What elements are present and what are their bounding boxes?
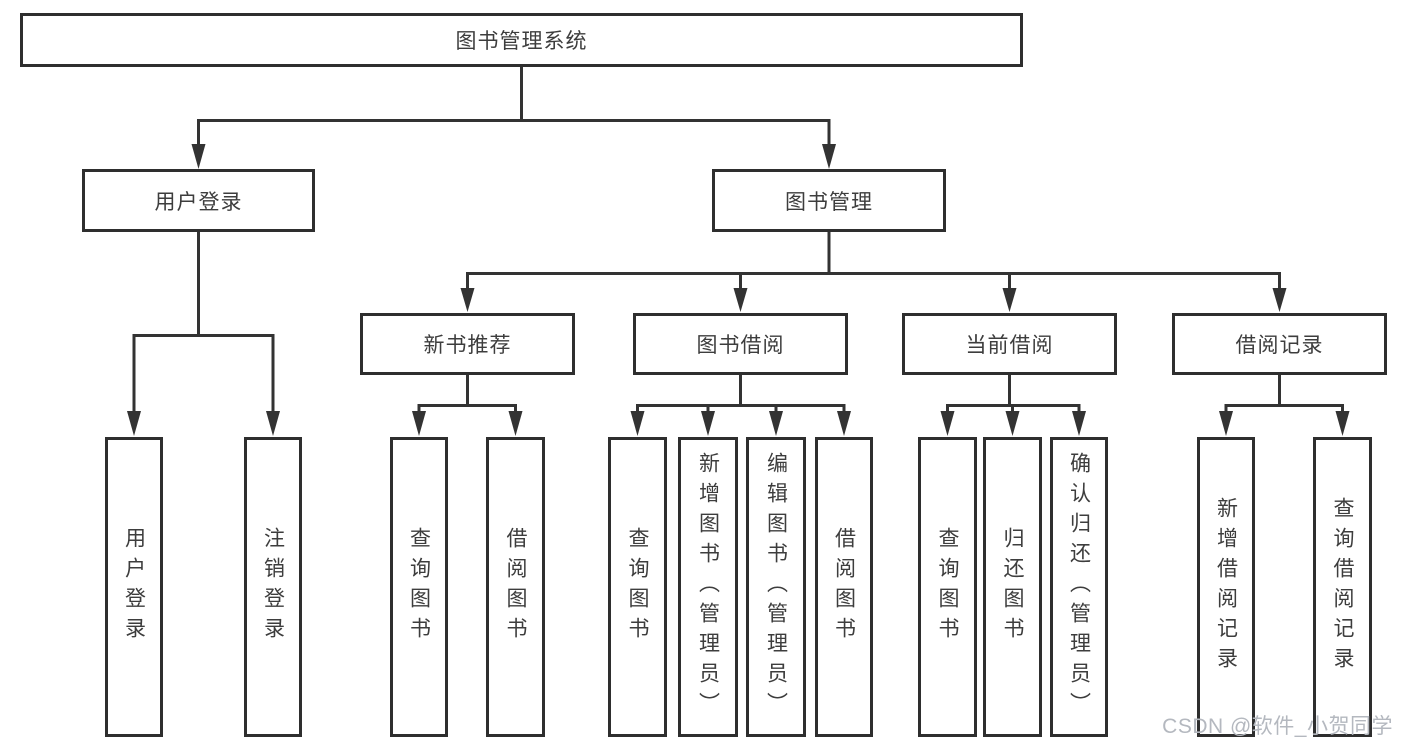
node-book-management-label: 图书管理 <box>785 190 873 214</box>
leaf-borrow-borrow-books: 借阅图书 <box>815 437 873 737</box>
connector-root-to-level1 <box>191 67 836 169</box>
csdn-watermark: CSDN @软件_小贺同学 <box>1162 715 1393 738</box>
node-root-label: 图书管理系统 <box>455 30 588 53</box>
leaf-record-add-record: 新增借阅记录 <box>1197 437 1255 737</box>
node-book-borrow-label: 图书借阅 <box>696 334 785 357</box>
connector-userlogin-to-leaves <box>127 232 280 436</box>
leaf-borrow-edit-books-admin-label: 编辑图书（管理员） <box>764 452 788 722</box>
leaf-user-login-label: 用户登录 <box>122 527 146 647</box>
leaf-current-return-books-label: 归还图书 <box>1001 527 1025 647</box>
leaf-newbook-borrow-books: 借阅图书 <box>486 437 545 737</box>
node-book-borrow: 图书借阅 <box>633 313 848 375</box>
leaf-newbook-query-books: 查询图书 <box>390 437 448 737</box>
node-current-borrow-label: 当前借阅 <box>965 334 1054 357</box>
leaf-logout: 注销登录 <box>244 437 302 737</box>
leaf-current-query-books: 查询图书 <box>918 437 977 737</box>
node-borrow-record: 借阅记录 <box>1172 313 1387 375</box>
connector-newbook-to-leaves <box>412 375 523 436</box>
leaf-borrow-query-books: 查询图书 <box>608 437 667 737</box>
leaf-user-login: 用户登录 <box>105 437 163 737</box>
leaf-borrow-add-books-admin-label: 新增图书（管理员） <box>696 452 720 722</box>
node-root: 图书管理系统 <box>20 13 1023 67</box>
leaf-borrow-add-books-admin: 新增图书（管理员） <box>678 437 738 737</box>
connector-borrowrecord-to-leaves <box>1219 375 1350 436</box>
node-user-login-label: 用户登录 <box>154 190 243 214</box>
connector-bookborrow-to-leaves <box>630 375 851 436</box>
leaf-current-confirm-return-admin-label: 确认归还（管理员） <box>1067 452 1091 722</box>
leaf-current-confirm-return-admin: 确认归还（管理员） <box>1050 437 1108 737</box>
leaf-record-query-record: 查询借阅记录 <box>1313 437 1372 737</box>
node-new-book-recommend: 新书推荐 <box>360 313 575 375</box>
node-current-borrow: 当前借阅 <box>902 313 1117 375</box>
connector-bookmgmt-to-level2 <box>460 232 1287 312</box>
leaf-newbook-query-books-label: 查询图书 <box>407 527 431 647</box>
leaf-record-add-record-label: 新增借阅记录 <box>1214 497 1238 677</box>
leaf-borrow-edit-books-admin: 编辑图书（管理员） <box>746 437 806 737</box>
leaf-newbook-borrow-books-label: 借阅图书 <box>504 527 528 647</box>
node-borrow-record-label: 借阅记录 <box>1235 334 1324 357</box>
leaf-logout-label: 注销登录 <box>261 527 285 647</box>
node-book-management: 图书管理 <box>712 169 946 232</box>
leaf-borrow-borrow-books-label: 借阅图书 <box>832 527 856 647</box>
leaf-current-query-books-label: 查询图书 <box>936 527 960 647</box>
node-new-book-recommend-label: 新书推荐 <box>423 334 512 357</box>
leaf-borrow-query-books-label: 查询图书 <box>626 527 650 647</box>
leaf-record-query-record-label: 查询借阅记录 <box>1331 497 1355 677</box>
connector-currentborrow-to-leaves <box>940 375 1086 436</box>
leaf-current-return-books: 归还图书 <box>983 437 1042 737</box>
node-user-login: 用户登录 <box>82 169 315 232</box>
